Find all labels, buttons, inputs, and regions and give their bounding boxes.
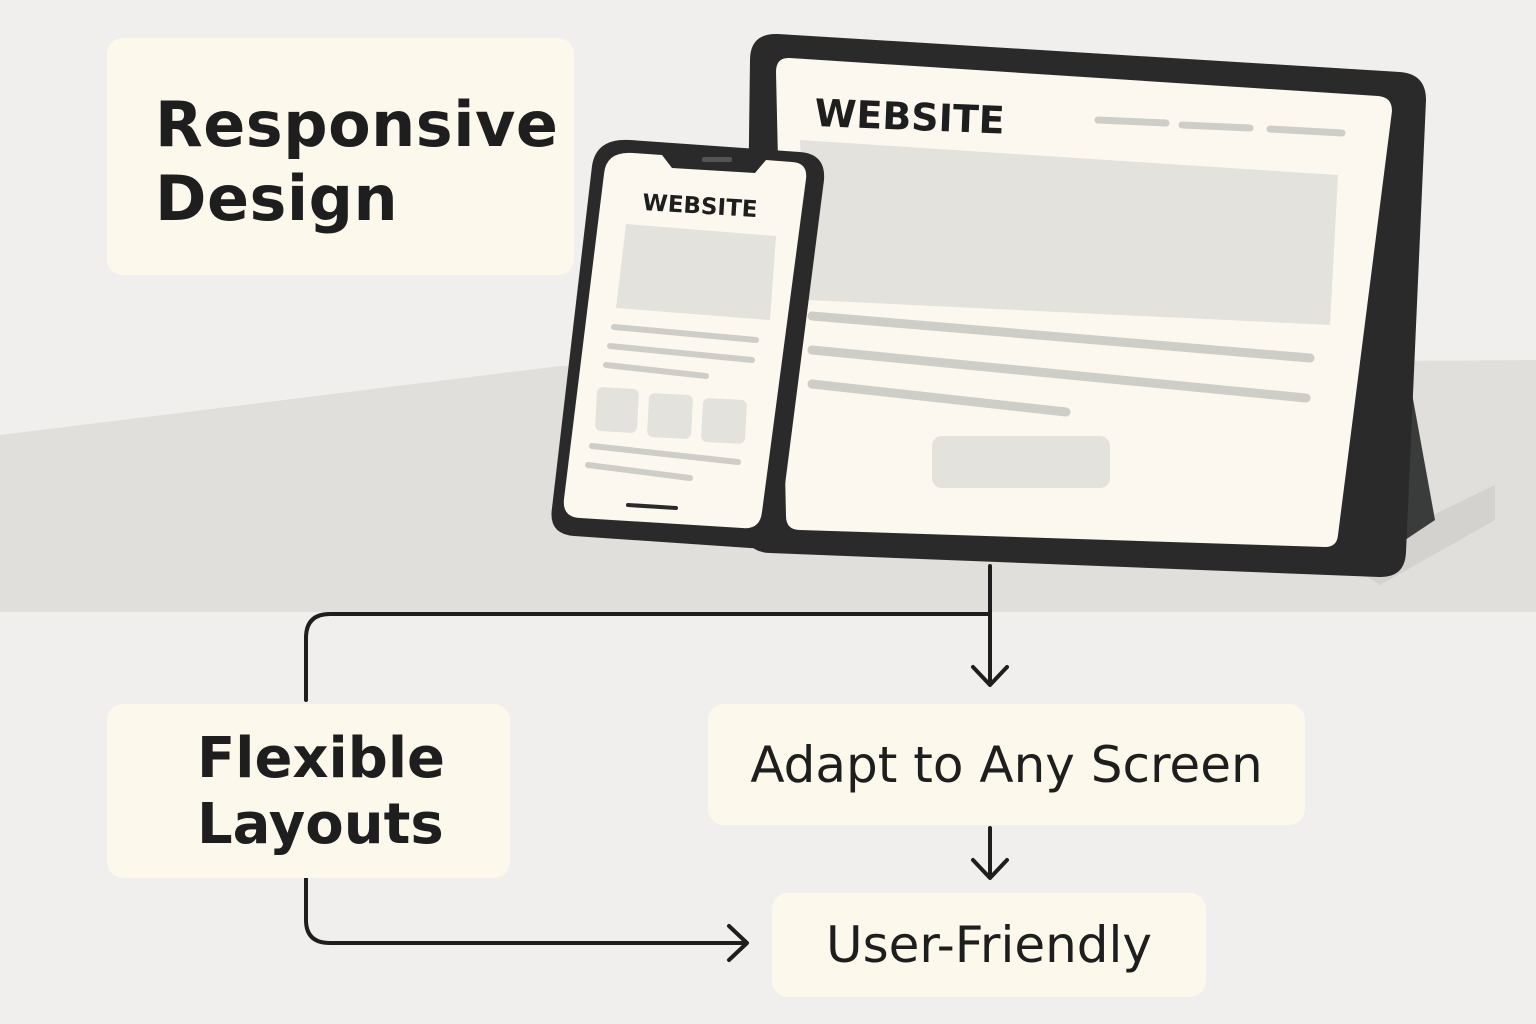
flexible-layouts-node: Flexible Layouts [107, 704, 510, 878]
arrowhead-user-side [727, 924, 749, 962]
phone-tile-2 [647, 393, 693, 439]
phone-tile-1 [595, 387, 639, 433]
title-line-1: Responsive [155, 88, 559, 161]
title-card: Responsive Design [107, 38, 574, 275]
tablet-logo: WEBSITE [814, 91, 1006, 143]
phone-text-line-4 [589, 443, 741, 465]
tablet: WEBSITE [744, 33, 1426, 578]
flexible-line-2: Layouts [197, 792, 444, 857]
phone-text-line-5 [585, 462, 693, 481]
connector-tablet-to-flexible [304, 612, 992, 702]
tablet-button [932, 436, 1110, 488]
arrowhead-user [971, 858, 1009, 880]
flexible-line-1: Flexible [197, 726, 446, 791]
phone-speaker [702, 157, 732, 162]
phone: WEBSITE [551, 139, 825, 549]
tablet-hero-image [800, 140, 1338, 325]
tablet-nav-line-3 [1266, 125, 1346, 137]
user-friendly-node: User-Friendly [772, 893, 1206, 997]
title-line-2: Design [155, 162, 399, 235]
connector-flexible-to-user [304, 876, 748, 945]
phone-hero-image [616, 224, 776, 320]
connectors [304, 564, 1009, 962]
phone-text-line-3 [603, 362, 709, 379]
phone-text-line-1 [611, 324, 759, 343]
tablet-nav-line-1 [1094, 116, 1170, 127]
phone-tile-3 [701, 398, 747, 444]
tablet-text-line-2 [807, 345, 1311, 403]
tablet-nav-line-2 [1178, 121, 1254, 132]
flexible-layouts-label: Flexible Layouts [197, 726, 445, 858]
adapt-label: Adapt to Any Screen [750, 735, 1263, 794]
page-title: Responsive Design [155, 88, 558, 236]
adapt-node: Adapt to Any Screen [708, 704, 1305, 825]
tablet-text-line-3 [807, 379, 1071, 417]
user-friendly-label: User-Friendly [825, 916, 1153, 974]
tablet-text-line-1 [807, 311, 1315, 363]
phone-text-line-2 [607, 343, 755, 363]
phone-home-indicator [626, 503, 678, 510]
arrowhead-adapt [971, 665, 1009, 687]
